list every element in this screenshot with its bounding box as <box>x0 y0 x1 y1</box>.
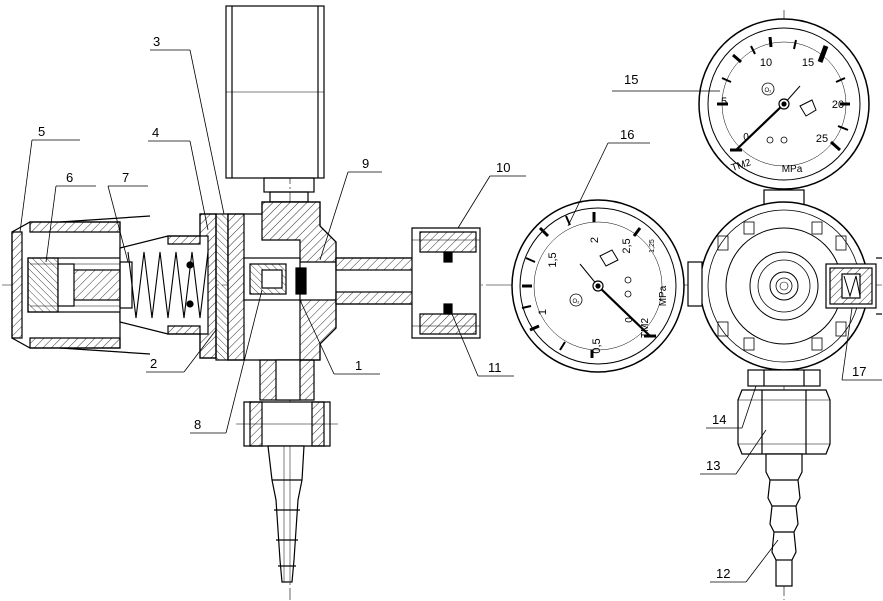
side-inlet-connector <box>825 257 882 315</box>
outlet-locknut <box>747 369 821 387</box>
gauge-high-tick-label: 20 <box>832 99 844 111</box>
gauge-high-tick-label: 25 <box>816 133 828 145</box>
gauge-low-unit: MPa <box>658 285 669 306</box>
callout-9: 9 <box>362 156 369 171</box>
callout-7: 7 <box>122 170 129 185</box>
sectional-leaders <box>19 49 526 434</box>
gauge-low-tick-label: 1 <box>537 309 549 315</box>
gauge-low-tick-label: 1,5 <box>547 252 559 267</box>
callout-5: 5 <box>38 124 45 139</box>
gauge-high-tick-label: 5 <box>721 96 727 108</box>
gauge-high-zero-label: 0 <box>743 132 749 143</box>
callout-8: 8 <box>194 417 201 432</box>
gauge-low-tick-label: 2,5 <box>621 238 633 253</box>
callout-15: 15 <box>624 72 638 87</box>
gauge-high-gas-symbol: O₂ <box>765 88 773 94</box>
front-leaders <box>567 90 882 583</box>
gauge-high-logo <box>799 99 817 117</box>
hose-nipple <box>267 445 305 583</box>
callout-12: 12 <box>716 566 730 581</box>
callout-4: 4 <box>152 125 159 140</box>
gauge-low-class: 1,25 <box>649 239 656 253</box>
front-hose-nipple <box>765 453 803 587</box>
gauge-high-needle <box>735 103 785 151</box>
sectional-view <box>2 5 500 600</box>
callout-14: 14 <box>712 412 726 427</box>
gauge-high-tick-label: 15 <box>802 57 814 69</box>
callout-13: 13 <box>706 458 720 473</box>
regulator-front-body <box>699 201 869 371</box>
gauge-low-gas-symbol: O₂ <box>573 299 581 305</box>
callout-1: 1 <box>355 358 362 373</box>
gauge-high-unit: MPa <box>782 164 803 175</box>
callout-2: 2 <box>150 356 157 371</box>
gauge-high-tick-label: 10 <box>760 57 772 69</box>
gauge-low-ticks <box>521 212 642 358</box>
gauge-low-zero-label: 0 <box>624 317 635 323</box>
front-view: 5 10 15 20 25 0 MPa TM2 O₂ <box>500 10 882 600</box>
gauge-low-model: TM2 <box>640 318 651 338</box>
callout-3: 3 <box>153 34 160 49</box>
gauge-low-pressure: 1 1,5 2 2,5 0,5 0 MPa TM2 1,25 O₂ <box>511 199 703 373</box>
gauge-low-tick-label: 2 <box>589 237 601 243</box>
gauge-low-tick-label: 0,5 <box>591 338 603 353</box>
front-outlet <box>737 369 831 587</box>
diaphragm <box>215 213 229 361</box>
gauge-high-ticks <box>717 36 850 152</box>
callout-11: 11 <box>488 360 502 375</box>
gauge-low-needle <box>597 285 651 337</box>
callout-16: 16 <box>620 127 634 142</box>
callout-17: 17 <box>852 364 866 379</box>
inlet-nut <box>411 227 481 339</box>
main-spring <box>127 251 209 319</box>
callout-6: 6 <box>66 170 73 185</box>
gauge-low-logo <box>599 249 619 267</box>
callout-labels: 1 2 3 4 5 6 7 8 9 10 11 12 13 14 15 16 1… <box>38 34 866 581</box>
gauge-high-pressure: 5 10 15 20 25 0 MPa TM2 O₂ <box>698 18 870 190</box>
callout-10: 10 <box>496 160 510 175</box>
